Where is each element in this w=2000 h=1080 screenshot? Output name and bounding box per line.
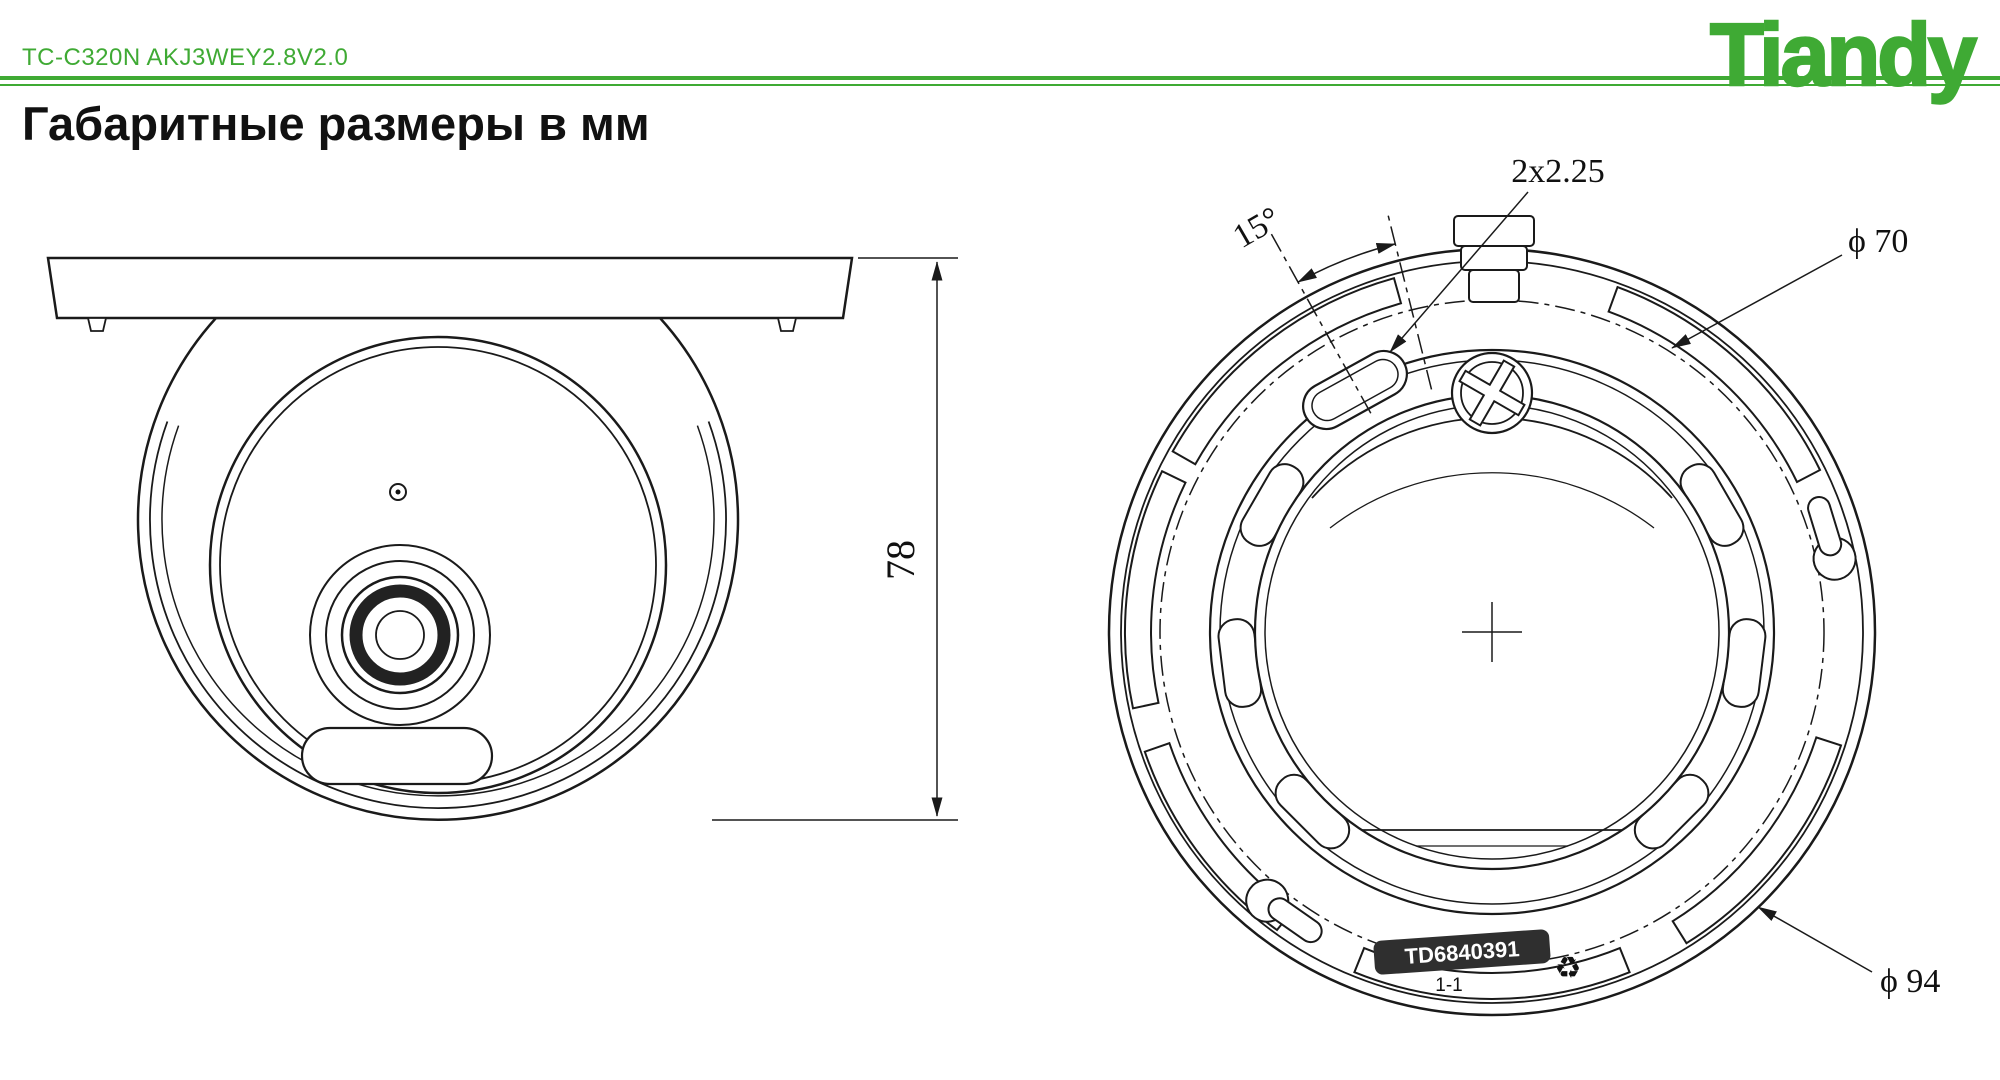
lens-ring-mid bbox=[325, 560, 475, 710]
outer-circle-label: ϕ 94 bbox=[1880, 963, 1940, 1000]
lens-center bbox=[375, 610, 425, 660]
lens-ring-inner bbox=[340, 575, 460, 695]
sheet-number-text: 1-1 bbox=[1435, 975, 1462, 996]
bolt-circle-leader bbox=[1671, 254, 1843, 349]
top-tab-inner bbox=[1468, 269, 1520, 303]
trim-ring-arc-outer bbox=[149, 421, 727, 809]
lens-iris bbox=[349, 584, 451, 686]
camera-face-outer bbox=[208, 335, 668, 795]
page-title: Габаритные размеры в мм bbox=[22, 97, 650, 150]
header-rule-thick bbox=[0, 76, 2000, 80]
part-marking: TD6840391 bbox=[1373, 929, 1551, 975]
rim-arc-slot bbox=[1171, 276, 1403, 466]
plate-notch-left bbox=[86, 317, 108, 332]
mic-hole-dot bbox=[395, 489, 401, 495]
sensor-window bbox=[300, 726, 494, 786]
plate-notch-right bbox=[776, 317, 798, 332]
model-number: TC-C320N AKJ3WEY2.8V2.0 bbox=[22, 44, 349, 71]
mounting-plate bbox=[46, 256, 854, 320]
bottom-view-drawing: 15° 2x2.25 ϕ 70 ϕ 94 TD6840391 1-1 ♻ bbox=[1107, 153, 1940, 1017]
part-marking-plate bbox=[1373, 929, 1551, 975]
angle-dim-label: 15° bbox=[1227, 200, 1287, 256]
oblong-slot bbox=[1302, 349, 1408, 431]
slot-dim-leader bbox=[1389, 191, 1529, 353]
recycle-icon: ♻ bbox=[1555, 952, 1582, 985]
angle-dim-arc bbox=[1297, 243, 1397, 283]
slot-dim-label: 2x2.25 bbox=[1511, 153, 1605, 190]
trim-ring-arc-inner bbox=[161, 425, 715, 797]
dome-arc-upper2 bbox=[1329, 472, 1655, 529]
side-view-drawing: 78 bbox=[46, 256, 958, 822]
header-rule-thin bbox=[0, 84, 2000, 86]
lens-ring-outer bbox=[309, 544, 491, 726]
bolt-circle-label: ϕ 70 bbox=[1848, 223, 1908, 260]
rim-arc-slot bbox=[1353, 946, 1631, 1000]
radial-dashdot-slot bbox=[1270, 233, 1372, 414]
rim-arc-slot bbox=[1123, 469, 1187, 710]
tiandy-logo: Tiandy bbox=[1709, 4, 1979, 106]
keyhole-bottom-left bbox=[1245, 878, 1323, 944]
rim-arc-slot bbox=[1671, 736, 1843, 945]
keyhole-right bbox=[1807, 496, 1857, 581]
screw-phillips-cross bbox=[1458, 359, 1526, 427]
outer-circle-leader bbox=[1757, 906, 1873, 973]
height-dim-label: 78 bbox=[878, 540, 923, 580]
screw-inner bbox=[1460, 361, 1524, 425]
ring-circle-outer bbox=[1208, 348, 1776, 916]
